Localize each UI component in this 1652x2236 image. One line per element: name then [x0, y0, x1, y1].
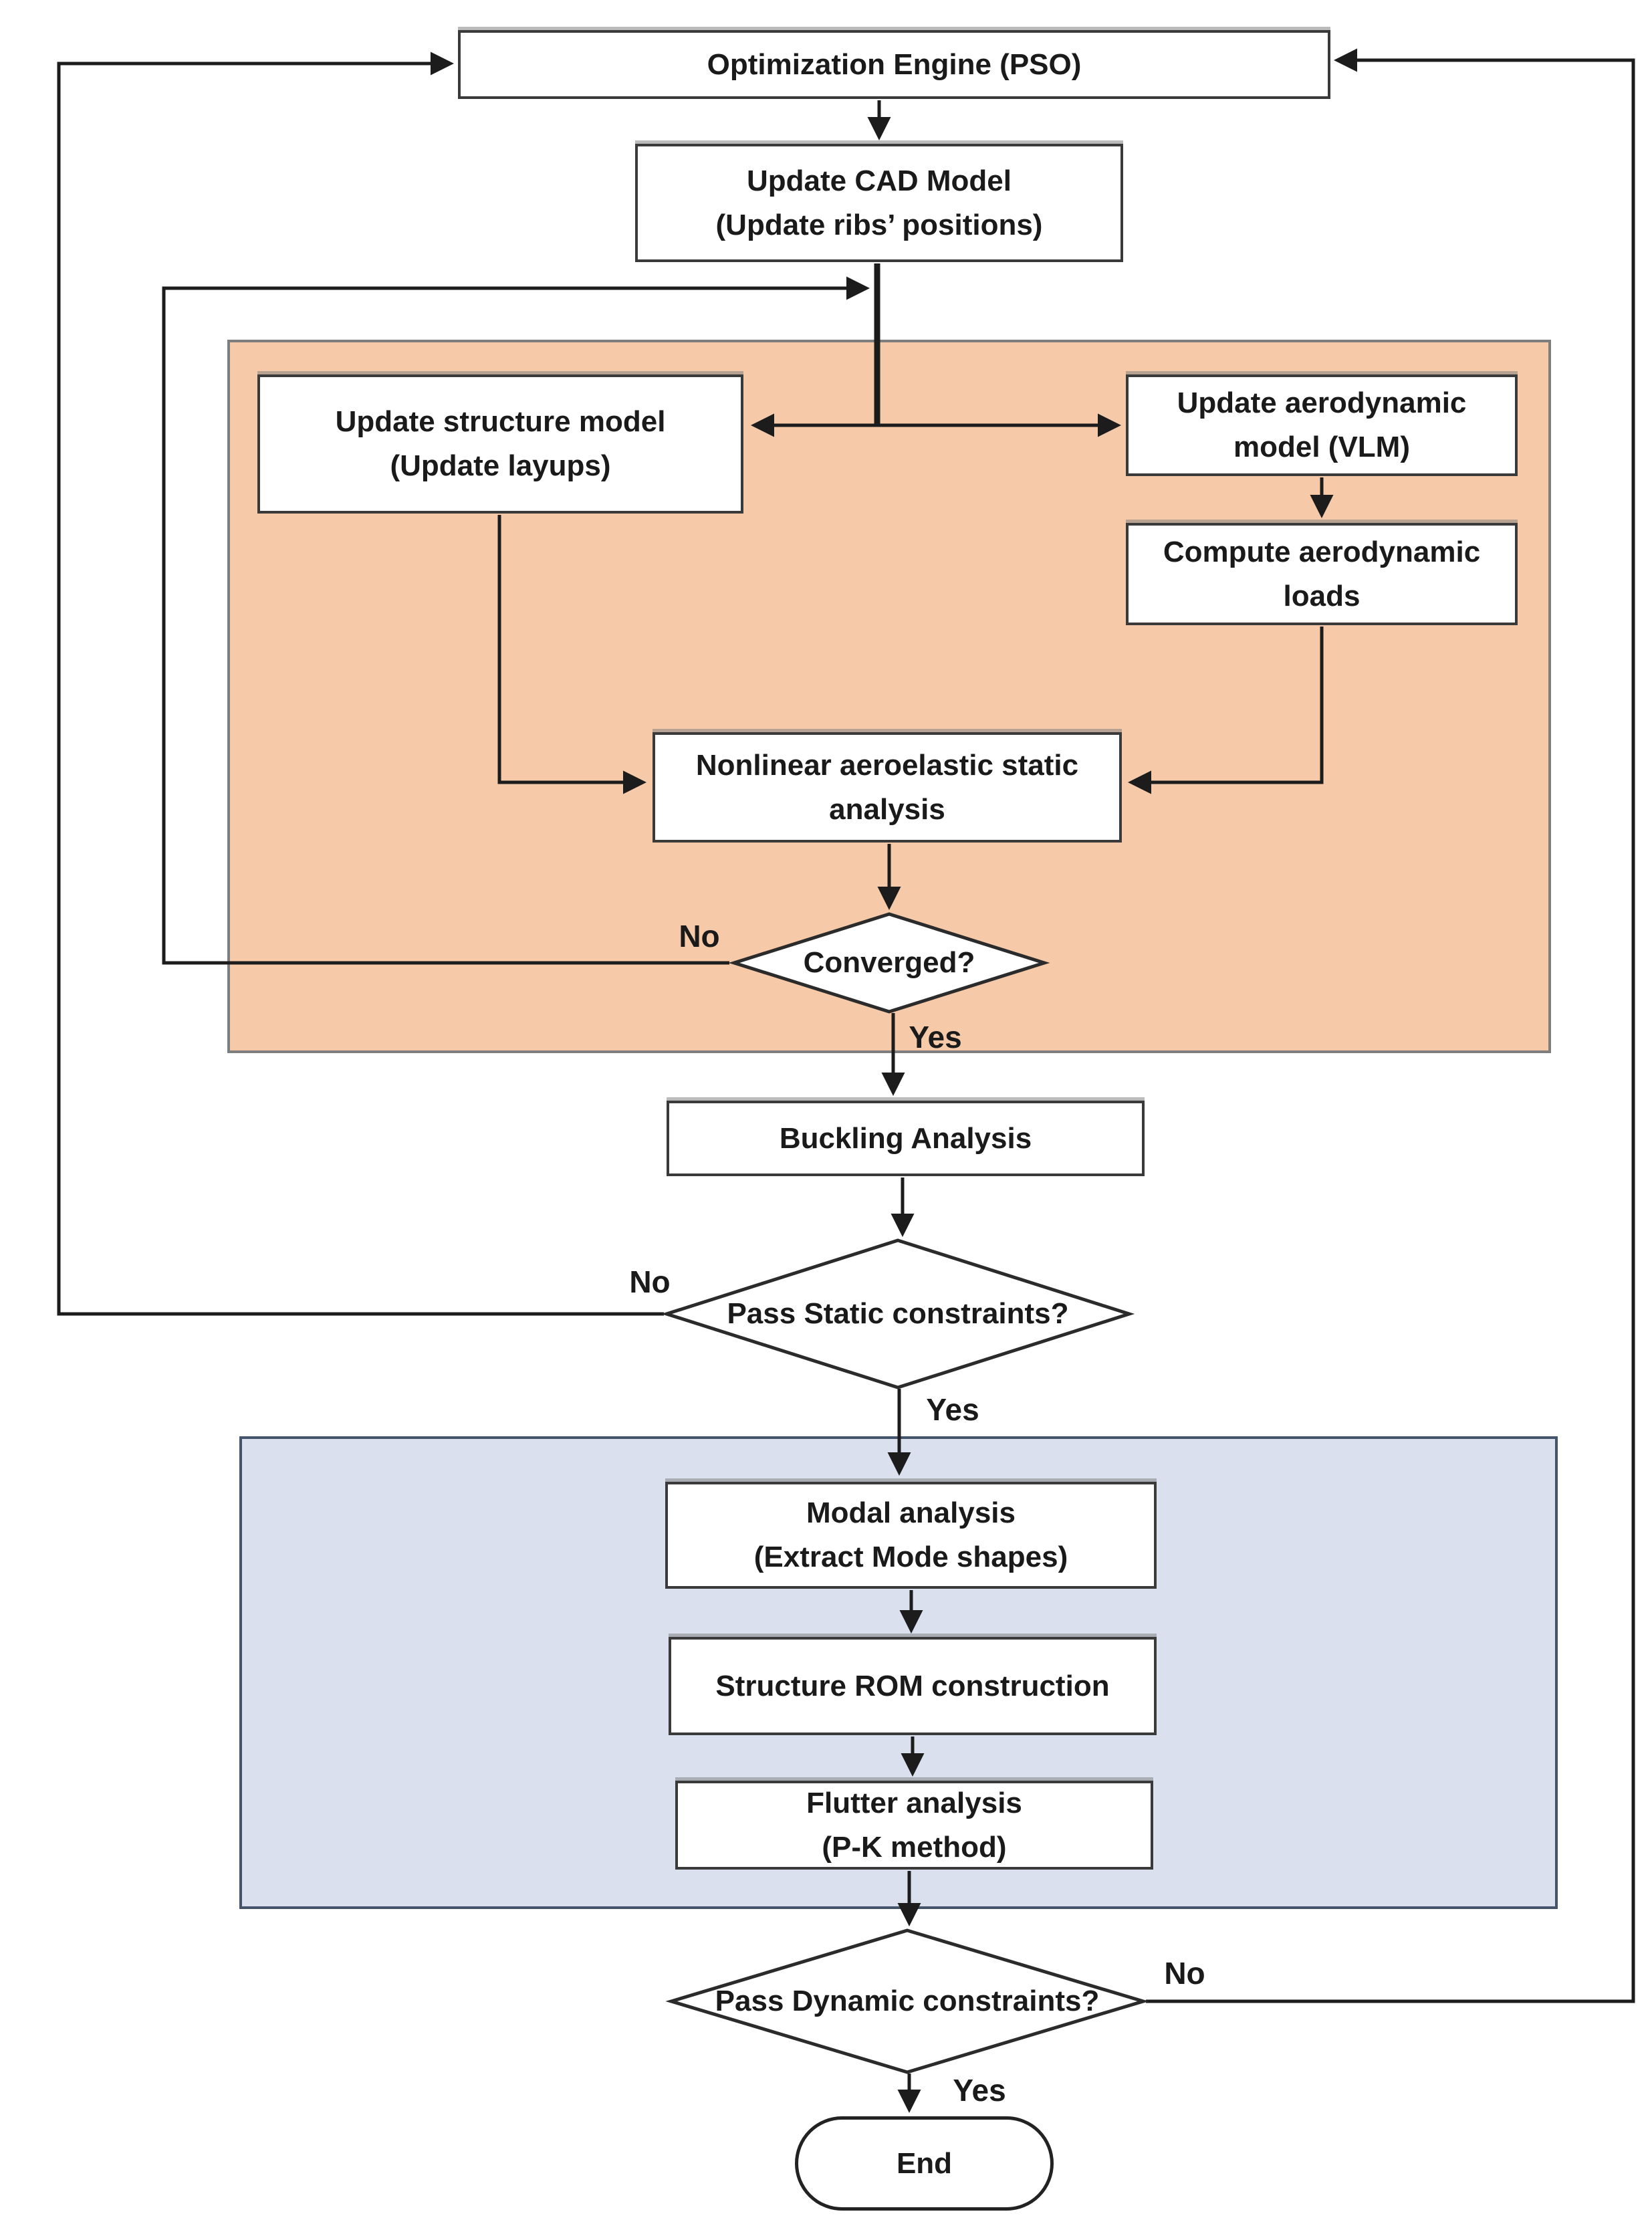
decision-pass-static-label: Pass Static constraints? — [727, 1297, 1069, 1330]
node-update-cad-model: Update CAD Model (Update ribs’ positions… — [635, 144, 1123, 262]
edge-converged-no-loop — [162, 276, 870, 965]
edge-loads-to-nonlinear — [1128, 627, 1324, 794]
edge-label-converged-no: No — [679, 919, 720, 954]
node-update-structure-model: Update structure model (Update layups) — [257, 374, 743, 514]
edge-label-converged-yes: Yes — [909, 1020, 962, 1054]
decision-converged-label: Converged? — [803, 946, 975, 979]
node-flutter-analysis: Flutter analysis (P-K method) — [675, 1781, 1153, 1870]
decision-pass-dynamic-label: Pass Dynamic constraints? — [715, 1985, 1100, 2017]
node-update-aerodynamic-model: Update aerodynamic model (VLM) — [1126, 374, 1518, 476]
node-buckling-analysis: Buckling Analysis — [667, 1101, 1145, 1176]
node-modal-analysis: Modal analysis (Extract Mode shapes) — [665, 1482, 1157, 1589]
edge-label-static-no: No — [629, 1264, 671, 1299]
edge-label-dynamic-no: No — [1164, 1956, 1205, 1991]
edge-label-dynamic-yes: Yes — [953, 2073, 1006, 2108]
edge-structure-to-nonlinear — [497, 515, 646, 794]
node-optimization-engine: Optimization Engine (PSO) — [458, 30, 1330, 99]
node-nonlinear-aeroelastic-analysis: Nonlinear aeroelastic static analysis — [653, 732, 1122, 843]
decision-pass-dynamic-shape — [665, 1928, 1149, 2074]
edge-label-static-yes: Yes — [926, 1392, 979, 1427]
node-compute-aerodynamic-loads: Compute aerodynamic loads — [1126, 523, 1518, 625]
edge-pass-dynamic-no-loop — [1146, 48, 1635, 2003]
node-structure-rom-construction: Structure ROM construction — [669, 1637, 1157, 1735]
node-end-terminator: End — [795, 2116, 1054, 2211]
edge-pass-static-no-loop — [57, 51, 664, 1316]
decision-pass-static-shape — [661, 1238, 1135, 1389]
decision-converged-shape — [728, 912, 1050, 1014]
